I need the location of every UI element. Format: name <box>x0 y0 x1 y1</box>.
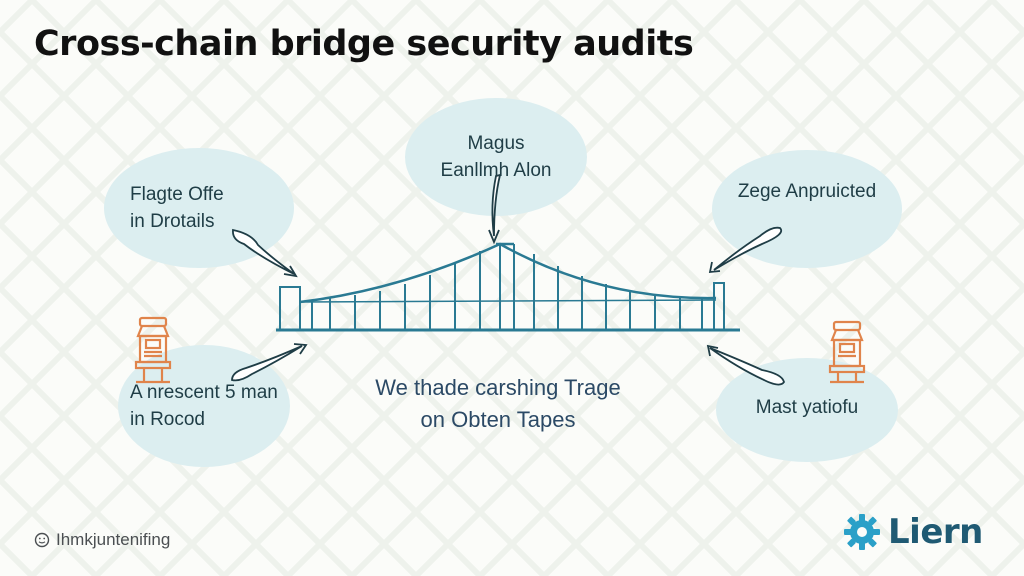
bubble-top-line-1: Magus <box>467 133 525 154</box>
bubble-right-bottom-line-1: Mast yatiofu <box>755 396 859 418</box>
page-title: Cross-chain bridge security audits <box>34 24 694 64</box>
gear-icon <box>844 514 880 550</box>
footer-text: Ihmkjuntenifing <box>56 530 171 549</box>
center-caption-line-1: We thade carshing Trage <box>375 375 621 400</box>
footer-note: Ihmkjuntenifing <box>34 530 170 550</box>
bubble-top-line-2: Eanllmh Alon <box>440 160 552 181</box>
center-caption-line-2: on Obten Tapes <box>420 407 576 432</box>
bubble-right-top: Zege Anpruicted <box>712 150 902 268</box>
center-caption: We thade carshing Trage on Obten Tapes <box>300 372 696 436</box>
bubble-left-bottom-line-2: in Rocod <box>130 409 205 430</box>
brand-logo: Liern <box>842 512 983 552</box>
smiley-icon <box>34 532 50 548</box>
logo-text: Liern <box>888 512 983 552</box>
bubble-left-bottom: A nrescent 5 man in Rocod <box>118 345 290 467</box>
bubble-top: Magus Eanllmh Alon <box>405 98 587 216</box>
bubble-left-top-line-1: Flagte Offe <box>130 184 224 205</box>
bubble-right-bottom: Mast yatiofu <box>716 358 898 462</box>
bubble-left-top: Flagte Offe in Drotails <box>104 148 294 268</box>
bubble-left-top-line-2: in Drotails <box>130 211 215 232</box>
bubble-right-top-line-1: Zege Anpruicted <box>737 180 877 202</box>
bubble-left-bottom-line-1: A nrescent 5 man <box>130 382 278 403</box>
